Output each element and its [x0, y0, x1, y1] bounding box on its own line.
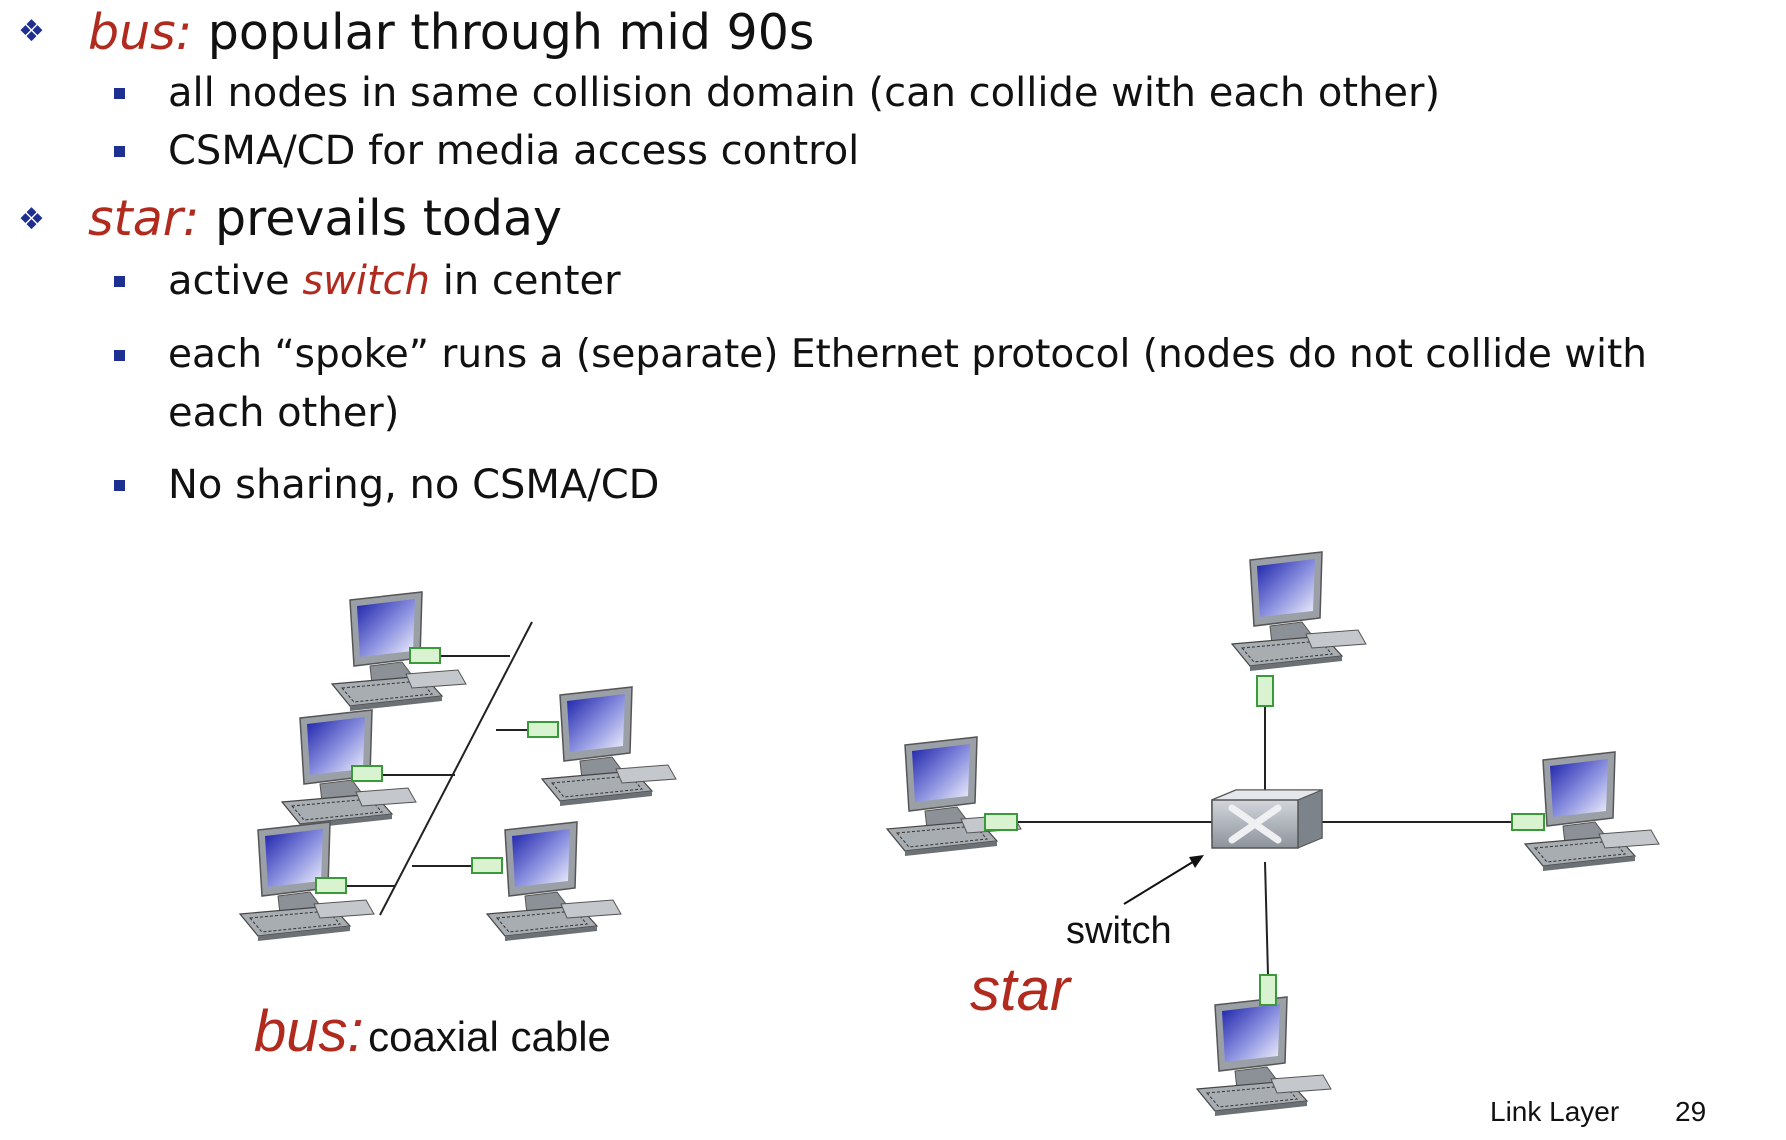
star-sub-2-line-1: each “spoke” runs a (separate) Ethernet … [168, 332, 1647, 377]
square-bullet-icon [114, 350, 125, 361]
coaxial-cable-line [379, 621, 533, 916]
bus-topology [239, 591, 677, 942]
square-bullet-icon [114, 146, 125, 157]
bus-sub-1: all nodes in same collision domain (can … [168, 70, 1441, 116]
network-adapter-icon [527, 721, 559, 738]
star-sub-1-pre: active [168, 258, 290, 304]
diamond-bullet-icon: ❖ [18, 14, 45, 49]
bus-computer-icon [281, 709, 417, 830]
switch-pointer-arrow [1123, 859, 1197, 905]
bus-computer-icon [541, 686, 677, 807]
square-bullet-icon [114, 276, 125, 287]
bullet-star: star: prevails today [88, 190, 562, 247]
bus-caption-label: bus: [254, 999, 364, 1064]
bus-caption-text: coaxial cable [368, 1013, 611, 1060]
bus-computer-icon [331, 591, 467, 712]
star-computer-icon [1231, 551, 1367, 672]
network-adapter-icon [409, 647, 441, 664]
diamond-bullet-icon: ❖ [18, 202, 45, 237]
star-sub-1: active switch in center [168, 258, 621, 304]
bus-description: popular through mid 90s [207, 4, 815, 61]
star-sub-1-emphasis: switch [302, 258, 431, 304]
bus-sub-2: CSMA/CD for media access control [168, 128, 860, 174]
bullet-bus: bus: popular through mid 90s [88, 4, 814, 61]
square-bullet-icon [114, 88, 125, 99]
star-computer-icon [1196, 996, 1332, 1117]
bus-term: bus: [88, 4, 193, 61]
page-number: 29 [1675, 1096, 1707, 1127]
star-sub-2-line-2: each other) [168, 390, 400, 436]
star-topology [886, 551, 1660, 1117]
star-term: star: [88, 190, 200, 247]
star-computer-icon [1524, 751, 1660, 872]
star-caption-label: star [970, 956, 1071, 1023]
bus-computer-icon [486, 821, 622, 942]
star-description: prevails today [215, 190, 563, 247]
switch-label: switch [1066, 910, 1172, 952]
star-computer-icon [886, 736, 1022, 857]
network-adapter-icon [351, 765, 383, 782]
network-adapter-icon [1511, 813, 1545, 831]
network-adapter-icon [984, 813, 1018, 831]
square-bullet-icon [114, 480, 125, 491]
star-sub-1-post: in center [442, 258, 621, 304]
bus-caption: bus: coaxial cable [254, 998, 611, 1065]
network-adapter-icon [471, 857, 503, 874]
star-sub-3: No sharing, no CSMA/CD [168, 462, 660, 508]
footer-title: Link Layer [1490, 1096, 1620, 1127]
network-adapter-icon [315, 877, 347, 894]
bus-computer-icon [239, 821, 375, 942]
switch-icon [1211, 789, 1323, 849]
network-adapter-icon [1259, 974, 1277, 1006]
network-adapter-icon [1256, 675, 1274, 707]
